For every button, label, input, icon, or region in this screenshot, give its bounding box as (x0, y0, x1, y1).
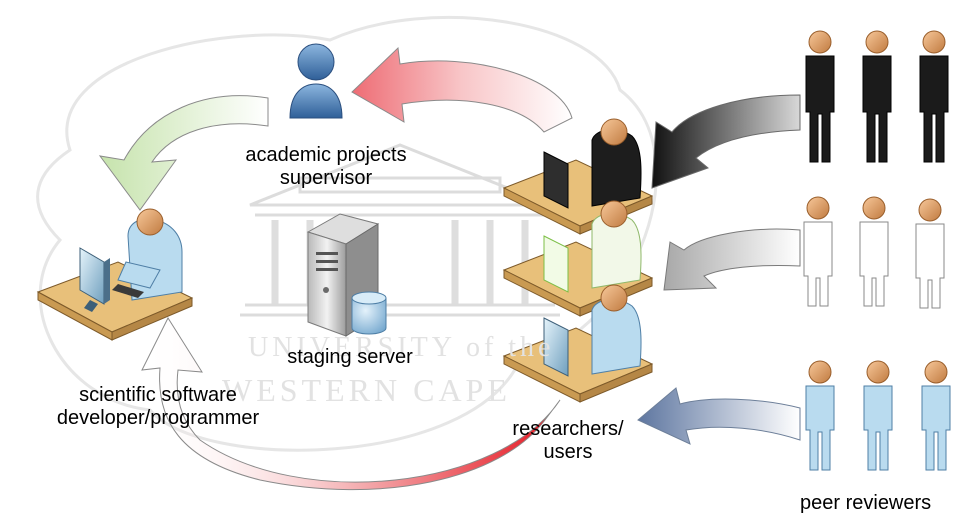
reviewer-blue-1-icon (805, 360, 835, 471)
researcher-workstation-top-icon (502, 118, 654, 235)
reviewer-black-3-icon (919, 30, 949, 163)
reviewer-white-3-icon (915, 198, 945, 309)
reviewer-blue-3-icon (921, 360, 951, 471)
arrow-blue-reviewers-to-researcher (637, 387, 801, 445)
watermark-line1: UNIVERSITY of the (248, 332, 555, 363)
reviewer-white-1-icon (803, 196, 833, 307)
developer-label-line2: developer/programmer (56, 407, 260, 429)
reviewer-white-2-icon (859, 196, 889, 307)
arrow-researchers-to-developer (141, 316, 561, 491)
supervisor-label-line2: supervisor (279, 167, 373, 189)
reviewer-blue-2-icon (863, 360, 893, 471)
developer-workstation-icon (36, 208, 194, 341)
server-icon (306, 213, 387, 337)
arrow-white-reviewers-to-researcher (663, 228, 801, 291)
reviewers-label: peer reviewers (800, 492, 932, 514)
developer-label: scientific software developer/programmer (36, 384, 280, 430)
researchers-label: researchers/ users (508, 418, 628, 464)
developer-label-line1: scientific software (79, 384, 237, 406)
reviewer-black-1-icon (805, 30, 835, 163)
researcher-workstation-bottom-icon (502, 284, 654, 403)
arrow-black-reviewers-to-researcher (651, 94, 801, 189)
arrow-researchers-to-supervisor (351, 46, 573, 133)
researchers-label-line1: researchers/ (512, 418, 624, 440)
supervisor-label-line1: academic projects (245, 144, 407, 166)
server-label: staging server (287, 346, 413, 368)
supervisor-label: academic projects supervisor (226, 144, 426, 190)
reviewer-black-2-icon (862, 30, 892, 163)
supervisor-icon (289, 43, 343, 119)
arrow-supervisor-to-developer (98, 95, 269, 211)
watermark-line2: WESTERN CAPE (222, 372, 511, 408)
researchers-label-line2: users (543, 441, 593, 463)
